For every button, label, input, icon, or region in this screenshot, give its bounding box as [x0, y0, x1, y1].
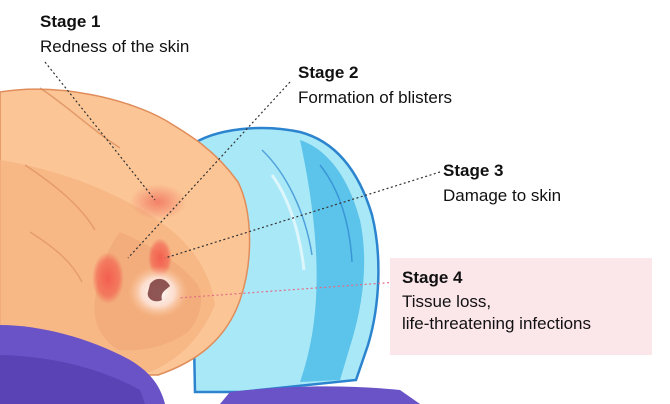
stage-4-callout: Stage 4 Tissue loss, life-threatening in…: [390, 258, 652, 355]
stage-3-label: Stage 3 Damage to skin: [443, 160, 561, 207]
leader-stage-4: [177, 281, 399, 299]
leader-stage-2: [127, 81, 291, 259]
blister-lower: [92, 252, 124, 304]
stage-1-title: Stage 1: [40, 12, 101, 31]
blanket: [0, 325, 420, 404]
stage-2-label: Stage 2 Formation of blisters: [298, 62, 452, 109]
stage-3-title: Stage 3: [443, 161, 504, 180]
stage-2-title: Stage 2: [298, 63, 359, 82]
stage-1-label: Stage 1 Redness of the skin: [40, 11, 189, 58]
stage-3-description: Damage to skin: [443, 186, 562, 206]
leader-lines: [44, 61, 441, 299]
stage-4-description-line-1: Tissue loss,: [402, 292, 492, 312]
leader-stage-3: [164, 171, 441, 259]
stage-4-description-line-2: life-threatening infections: [402, 314, 592, 334]
stage-2-description: Formation of blisters: [298, 88, 452, 108]
sores: [92, 184, 188, 318]
wound-crater: [147, 278, 170, 302]
redness-area: [130, 184, 186, 220]
stage-4-title: Stage 4: [402, 268, 463, 287]
stage-1-description: Redness of the skin: [40, 37, 190, 57]
